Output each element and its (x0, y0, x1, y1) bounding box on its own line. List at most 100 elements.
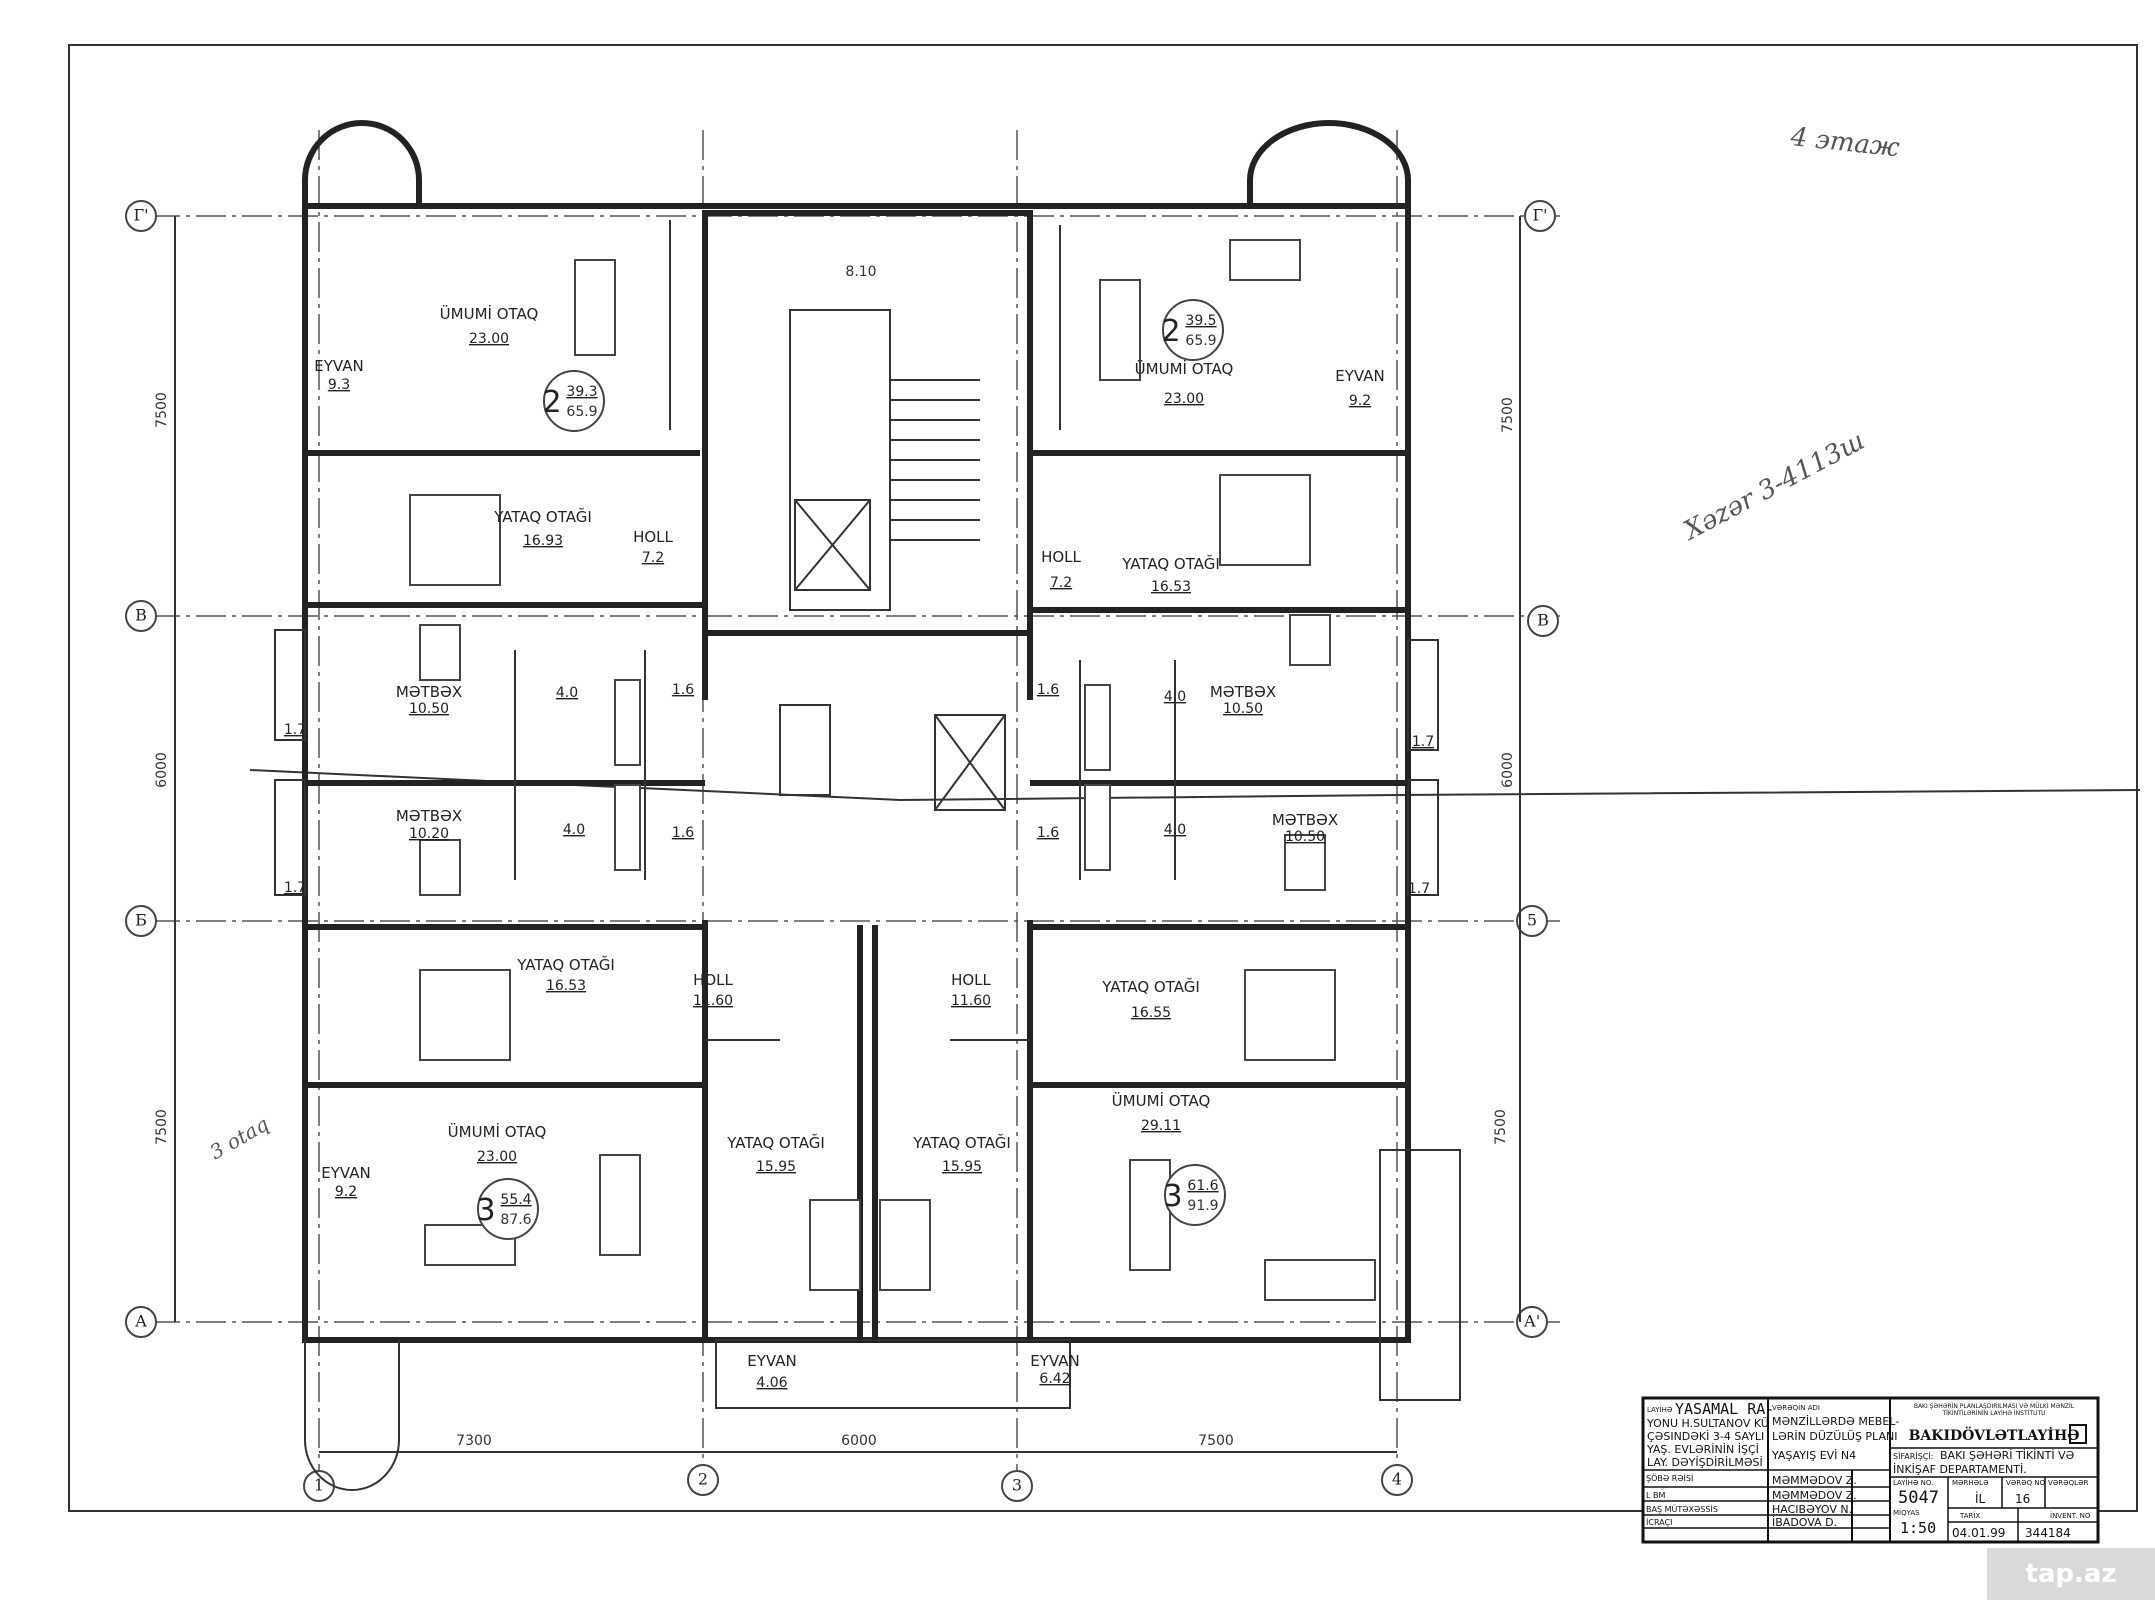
svg-text:7500: 7500 (1493, 1109, 1509, 1145)
svg-text:4.0: 4.0 (1164, 822, 1186, 838)
svg-text:10.50: 10.50 (1223, 701, 1263, 717)
svg-text:YATAQ OTAĞI: YATAQ OTAĞI (516, 955, 615, 974)
svg-text:7500: 7500 (154, 1109, 170, 1145)
svg-text:6000: 6000 (154, 752, 170, 788)
svg-text:65.9: 65.9 (1185, 333, 1216, 349)
svg-text:1.6: 1.6 (1037, 825, 1059, 841)
svg-text:6000: 6000 (841, 1433, 877, 1449)
svg-text:YATAQ OTAĞI: YATAQ OTAĞI (1101, 977, 1200, 996)
svg-text:MƏRHƏLƏ: MƏRHƏLƏ (1952, 1479, 1989, 1487)
svg-text:Г': Г' (134, 206, 149, 225)
svg-text:55.4: 55.4 (500, 1192, 531, 1208)
svg-text:344184: 344184 (2025, 1526, 2071, 1540)
svg-text:10.50: 10.50 (409, 701, 449, 717)
svg-text:İBADOVA D.: İBADOVA D. (1772, 1516, 1837, 1529)
svg-text:LAY. DƏYİŞDİRİLMƏSİ: LAY. DƏYİŞDİRİLMƏSİ (1647, 1456, 1763, 1469)
svg-text:23.00: 23.00 (477, 1149, 517, 1165)
svg-text:7500: 7500 (154, 392, 170, 428)
svg-text:LƏRİN DÜZÜLÜŞ PLANI: LƏRİN DÜZÜLÜŞ PLANI (1772, 1430, 1897, 1443)
svg-text:YAŞAYIŞ EVİ N4: YAŞAYIŞ EVİ N4 (1771, 1449, 1856, 1462)
svg-text:VƏRƏQ NO: VƏRƏQ NO (2006, 1479, 2046, 1487)
svg-text:MƏTBƏX: MƏTBƏX (1210, 683, 1276, 701)
svg-text:2: 2 (542, 385, 561, 420)
svg-text:HOLL: HOLL (1041, 548, 1081, 566)
svg-text:16.55: 16.55 (1131, 1005, 1171, 1021)
furniture (409, 239, 1376, 1301)
svg-text:EYVAN: EYVAN (747, 1352, 796, 1370)
svg-text:39.5: 39.5 (1185, 313, 1216, 329)
svg-text:YATAQ OTAĞI: YATAQ OTAĞI (1121, 554, 1220, 573)
svg-text:7500: 7500 (1500, 397, 1516, 433)
svg-text:SİFARİŞÇİ:: SİFARİŞÇİ: (1893, 1451, 1933, 1461)
svg-text:16.93: 16.93 (523, 533, 563, 549)
svg-text:YAŞ. EVLƏRİNİN İŞÇİ: YAŞ. EVLƏRİNİN İŞÇİ (1646, 1443, 1759, 1456)
svg-text:10.50: 10.50 (1285, 829, 1325, 845)
title-block: LAYİHƏ YASAMAL RA- YONU H.SULTANOV KÜ ÇƏ… (1641, 1396, 2100, 1544)
svg-text:YATAQ OTAĞI: YATAQ OTAĞI (493, 507, 592, 526)
svg-text:87.6: 87.6 (500, 1212, 531, 1228)
svg-text:91.9: 91.9 (1187, 1198, 1218, 1214)
svg-text:BAŞ MÜTƏXƏSSİS: BAŞ MÜTƏXƏSSİS (1646, 1504, 1718, 1514)
svg-text:LAYİHƏ: LAYİHƏ (1647, 1405, 1673, 1414)
institute-logo (2069, 1424, 2087, 1444)
svg-text:YATAQ OTAĞI: YATAQ OTAĞI (912, 1133, 1011, 1152)
svg-text:39.3: 39.3 (566, 384, 597, 400)
svg-text:EYVAN: EYVAN (321, 1164, 370, 1182)
svg-text:16.53: 16.53 (1151, 579, 1191, 595)
svg-text:2: 2 (1161, 314, 1180, 349)
svg-text:EYVAN: EYVAN (1030, 1352, 1079, 1370)
svg-text:MİQYAS: MİQYAS (1893, 1508, 1920, 1517)
svg-text:L BM: L BM (1646, 1491, 1665, 1500)
svg-text:9.2: 9.2 (335, 1184, 357, 1200)
svg-text:HOLL: HOLL (693, 971, 733, 989)
svg-text:15.95: 15.95 (756, 1159, 796, 1175)
dimensions: 7500 6000 7500 7500 6000 7500 7300 6000 … (154, 216, 1521, 1453)
rooms-note: 3 otaq (206, 1112, 273, 1165)
svg-text:Г': Г' (1533, 206, 1548, 225)
svg-text:04.01.99: 04.01.99 (1952, 1526, 2005, 1540)
svg-text:YONU H.SULTANOV KÜ: YONU H.SULTANOV KÜ (1646, 1417, 1769, 1430)
svg-text:YASAMAL RA-: YASAMAL RA- (1675, 1400, 1774, 1418)
svg-text:29.11: 29.11 (1141, 1118, 1181, 1134)
svg-text:1.6: 1.6 (1037, 682, 1059, 698)
svg-text:7300: 7300 (456, 1433, 492, 1449)
svg-text:HACIBƏYOV N.: HACIBƏYOV N. (1772, 1503, 1852, 1516)
svg-text:MƏTBƏX: MƏTBƏX (396, 683, 462, 701)
watermark: tap.az (1987, 1548, 2155, 1600)
svg-text:4.06: 4.06 (756, 1375, 787, 1391)
svg-text:1.7: 1.7 (284, 880, 306, 896)
svg-text:MƏTBƏX: MƏTBƏX (1272, 811, 1338, 829)
svg-text:İNKİŞAF DEPARTAMENTİ.: İNKİŞAF DEPARTAMENTİ. (1893, 1463, 2027, 1476)
svg-text:5: 5 (1527, 911, 1537, 930)
svg-text:5047: 5047 (1898, 1488, 1939, 1508)
sheet-border (68, 44, 2138, 1512)
svg-text:ÜMUMİ OTAQ: ÜMUMİ OTAQ (448, 1122, 547, 1141)
svg-text:TARİX: TARİX (1959, 1511, 1980, 1520)
svg-text:11.60: 11.60 (693, 993, 733, 1009)
svg-text:23.00: 23.00 (469, 331, 509, 347)
svg-text:HOLL: HOLL (633, 528, 673, 546)
svg-text:3: 3 (476, 1193, 495, 1228)
svg-text:YATAQ OTAĞI: YATAQ OTAĞI (726, 1133, 825, 1152)
svg-text:VƏRƏQLƏR: VƏRƏQLƏR (2048, 1479, 2089, 1487)
svg-text:9.3: 9.3 (328, 377, 350, 393)
svg-text:VƏRƏQİN ADI: VƏRƏQİN ADI (1772, 1403, 1820, 1412)
svg-text:EYVAN: EYVAN (314, 357, 363, 375)
svg-text:BAKI ŞƏHƏRİ TİKİNTİ VƏ: BAKI ŞƏHƏRİ TİKİNTİ VƏ (1940, 1449, 2075, 1462)
svg-text:6.42: 6.42 (1039, 1371, 1070, 1387)
svg-text:1.6: 1.6 (672, 682, 694, 698)
svg-text:1:50: 1:50 (1900, 1519, 1936, 1537)
svg-text:ÜMUMİ OTAQ: ÜMUMİ OTAQ (1135, 359, 1234, 378)
floor-note: 4 этаж (1788, 122, 1901, 163)
svg-text:ÇƏSINDƏKİ 3-4 SAYLI: ÇƏSINDƏKİ 3-4 SAYLI (1647, 1430, 1764, 1443)
svg-text:23.00: 23.00 (1164, 391, 1204, 407)
svg-text:Б: Б (135, 911, 147, 930)
svg-text:EYVAN: EYVAN (1335, 367, 1384, 385)
svg-text:MƏNZİLLƏRDƏ MEBEL-: MƏNZİLLƏRDƏ MEBEL- (1772, 1415, 1899, 1428)
svg-text:4.0: 4.0 (556, 685, 578, 701)
svg-text:11.60: 11.60 (951, 993, 991, 1009)
svg-text:15.95: 15.95 (942, 1159, 982, 1175)
svg-text:16: 16 (2015, 1492, 2030, 1506)
svg-text:1: 1 (314, 1476, 324, 1495)
svg-text:MƏTBƏX: MƏTBƏX (396, 807, 462, 825)
